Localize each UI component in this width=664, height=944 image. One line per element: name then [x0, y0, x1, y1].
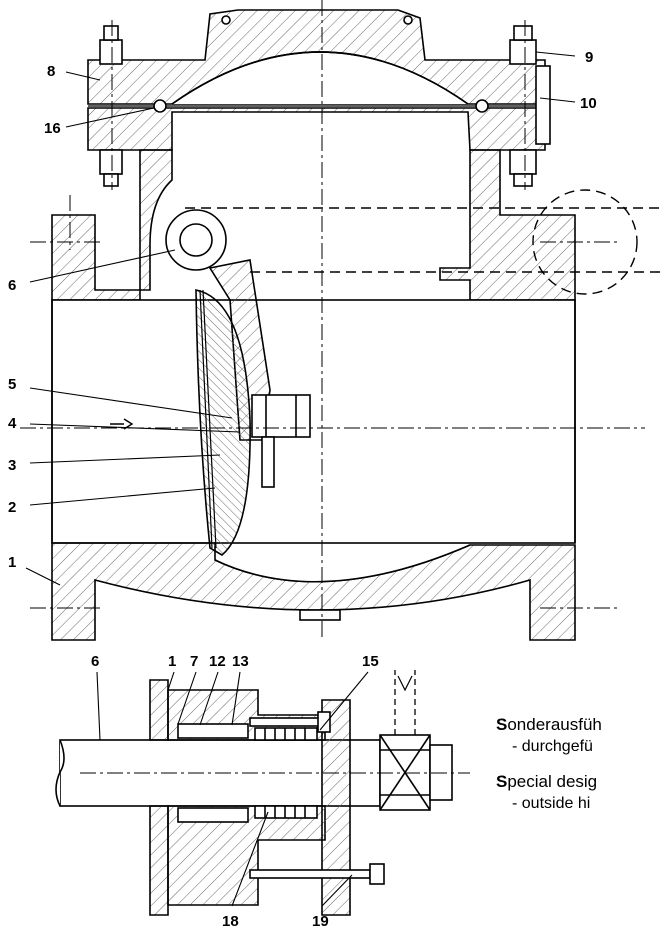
detail-label-18: 18: [222, 913, 239, 930]
stud-bolt-left: [99, 25, 123, 187]
special-design-outline: [185, 189, 664, 295]
caption-de-item: - durchgefü: [512, 738, 593, 755]
detail-section-view: [55, 670, 453, 916]
centre-lines: [20, 0, 645, 640]
part-number-labels: 8 16 9 10 6 5 4 3 2 1: [8, 49, 597, 571]
part-label-6: 6: [8, 277, 16, 294]
part-label-3: 3: [8, 457, 16, 474]
part-label-16: 16: [44, 120, 61, 137]
body-upper-flange: [87, 107, 546, 151]
detail-leader-lines: [96, 671, 369, 907]
gasket-ring-left: [153, 99, 167, 113]
part-label-4: 4: [8, 415, 17, 432]
detail-label-15: 15: [362, 653, 379, 670]
main-section-view: [51, 9, 664, 641]
body-left-wall: [51, 149, 173, 301]
part-label-2: 2: [8, 499, 16, 516]
detail-label-1: 1: [168, 653, 176, 670]
pipe-bore: [51, 299, 576, 544]
hinge-pin-inner: [179, 223, 213, 257]
caption-en-item: - outside hi: [512, 795, 591, 812]
stud-bolt-right: [509, 25, 551, 187]
detail-label-7: 7: [190, 653, 198, 670]
part-label-10: 10: [580, 95, 597, 112]
part-label-9: 9: [585, 49, 593, 66]
caption-en-title: Special desig: [496, 772, 598, 791]
detail-labels: 6 1 7 12 13 15 18 19: [91, 653, 379, 930]
detail-label-13: 13: [232, 653, 249, 670]
detail-label-6: 6: [91, 653, 99, 670]
part-label-5: 5: [8, 376, 16, 393]
detail-packing: [254, 727, 318, 819]
part-label-1: 1: [8, 554, 16, 571]
body-right-wall: [439, 149, 576, 301]
gasket-ring-right: [475, 99, 489, 113]
detail-body-wall: [149, 679, 169, 741]
detail-label-19: 19: [312, 913, 329, 930]
detail-gland: [321, 699, 351, 916]
detail-label-12: 12: [209, 653, 226, 670]
bonnet-inner-arch-line: [171, 51, 469, 105]
part-label-8: 8: [47, 63, 55, 80]
disc-nut: [251, 394, 311, 438]
caption-de-title: Sonderausfüh: [496, 715, 602, 734]
leader-lines: [25, 51, 576, 586]
